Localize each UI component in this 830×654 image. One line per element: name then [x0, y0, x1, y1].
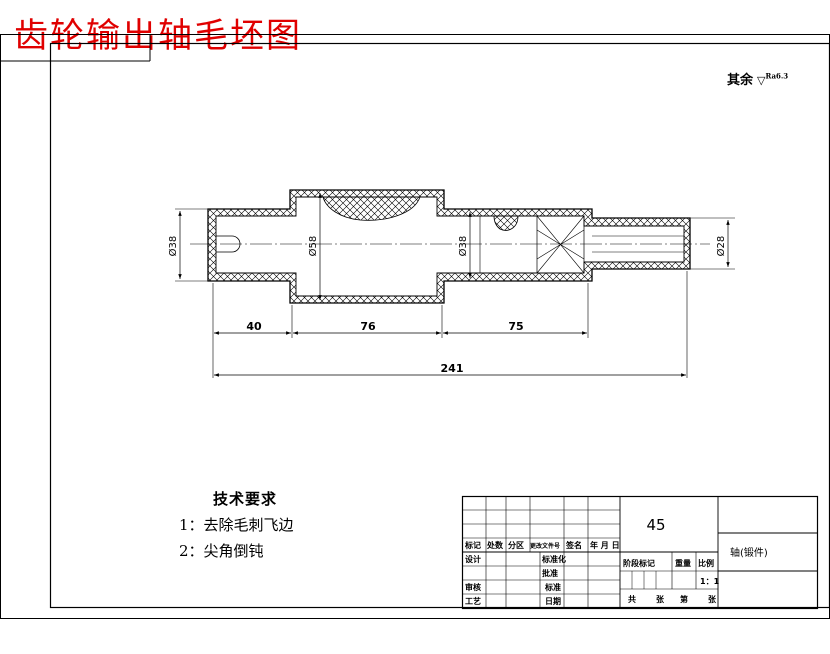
tb-sheets-unit-1: 张 [656, 595, 665, 604]
tb-header-count: 处数 [486, 540, 504, 550]
dim-diameter-1: Ø38 [167, 236, 179, 257]
inner-frame [49, 42, 830, 609]
tb-sheets-total: 共 [628, 594, 636, 604]
tb-row-design: 设计 [465, 554, 481, 564]
tb-sheet-no: 第 [680, 594, 688, 604]
tb-sheets-unit-2: 张 [708, 595, 717, 604]
tb-header-mark: 标记 [464, 540, 481, 550]
requirement-item: 1：去除毛刺飞边 [179, 516, 294, 534]
title-block [461, 495, 819, 610]
shaft-forging [207, 189, 691, 304]
part-name: 轴(锻件) [730, 546, 768, 559]
tb-weight: 重量 [675, 558, 691, 568]
tb-header-sign: 签名 [565, 540, 582, 550]
spline-zone [536, 215, 585, 274]
tb-header-date: 年 月 日 [590, 540, 620, 550]
tb-row-process: 工艺 [465, 596, 481, 606]
tb-header-zone: 分区 [508, 540, 524, 550]
tb-standardization: 标准化 [541, 554, 566, 564]
dim-diameter-3: Ø38 [457, 236, 469, 257]
keyway-section [322, 196, 421, 221]
tb-stage-mark: 阶段标记 [623, 558, 655, 568]
requirements-heading: 技术要求 [213, 490, 278, 508]
dim-diameter-2: Ø58 [307, 236, 319, 257]
dim-diameter-4: Ø28 [715, 236, 727, 257]
tb-row-review: 审核 [465, 582, 481, 592]
roughness-label: 其余 [727, 73, 754, 88]
dim-length-1: 40 [246, 320, 262, 333]
sheet-border [0, 34, 830, 619]
tb-scale-label: 比例 [698, 558, 714, 568]
tb-header-doc: 更改文件号 [530, 542, 560, 550]
requirement-item: 2：尖角倒钝 [179, 542, 264, 560]
dim-length-2: 76 [360, 320, 376, 333]
dim-total-length: 241 [441, 362, 464, 375]
scale-value: 1：1 [700, 577, 720, 586]
roughness-symbol-icon: ▽ [757, 74, 766, 87]
drawing-title: 齿轮输出轴毛坯图 [14, 16, 302, 56]
roughness-value: Ra6.3 [765, 71, 789, 81]
tb-standard: 标准 [544, 582, 561, 592]
material-value: 45 [646, 516, 665, 534]
tb-approval: 批准 [542, 568, 558, 578]
dim-length-3: 75 [508, 320, 523, 333]
tb-date: 日期 [545, 596, 561, 606]
surface-roughness-note: 其余▽Ra6.3 [727, 69, 788, 88]
